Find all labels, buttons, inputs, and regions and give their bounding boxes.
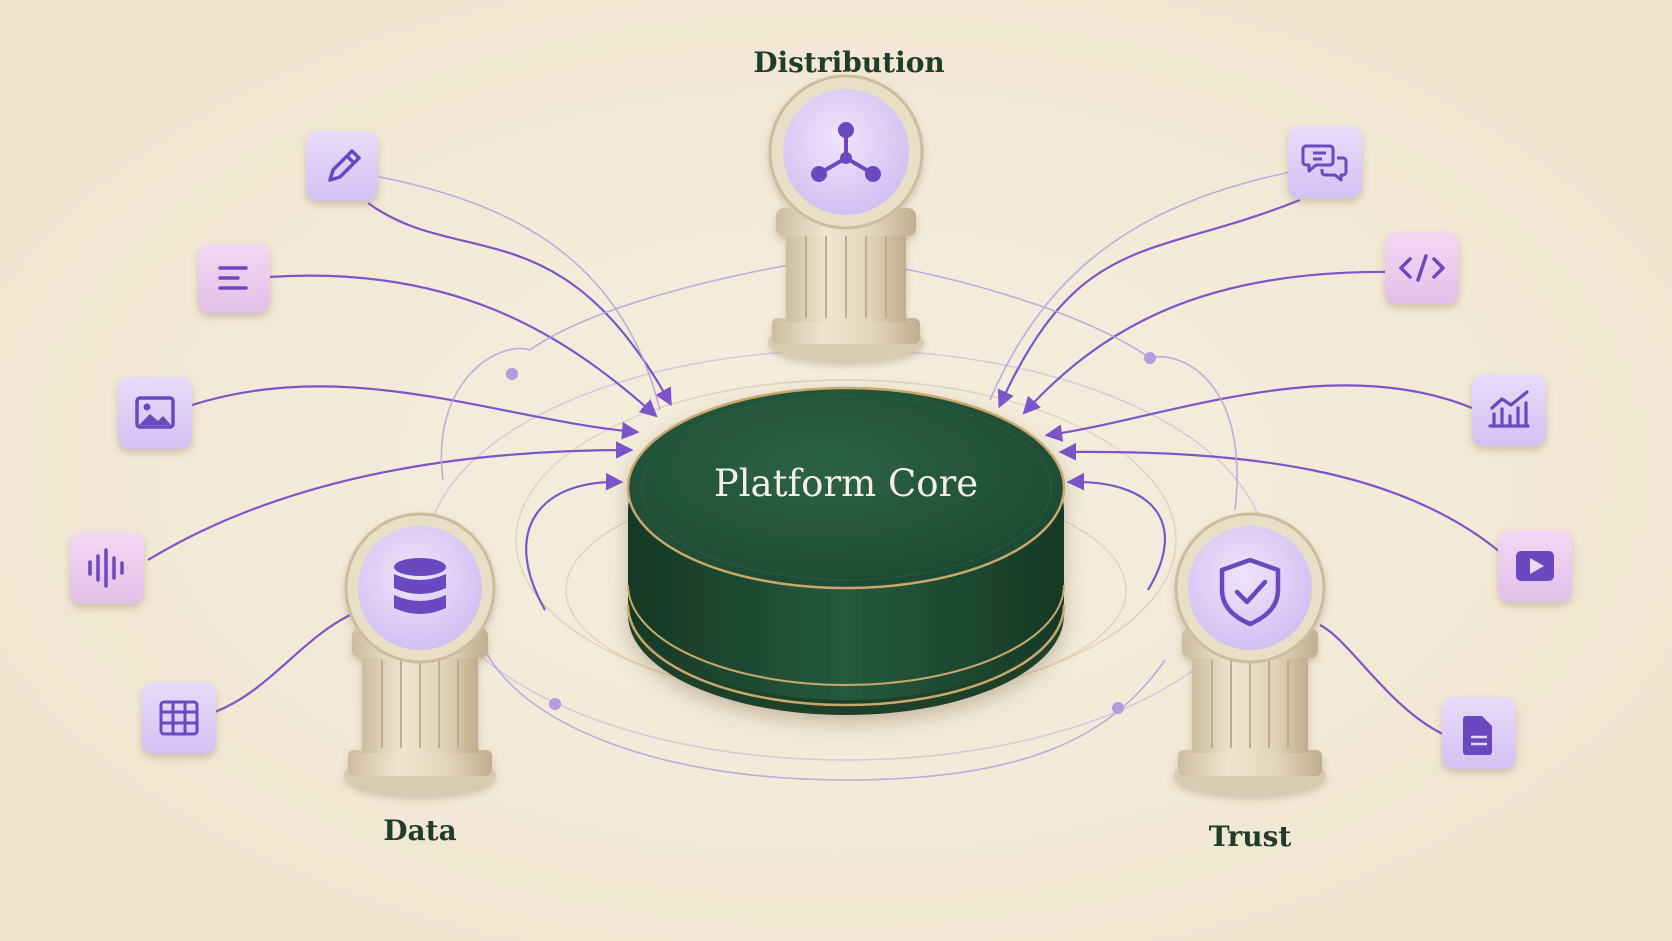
chat-bubbles-icon [1301, 144, 1348, 182]
pillar-label-distribution: Distribution [753, 46, 945, 79]
document-icon [1463, 716, 1492, 755]
input-tile-chart [1472, 374, 1546, 446]
core-label: Platform Core [714, 462, 978, 505]
table-grid-icon [159, 700, 199, 736]
connector-nodes [506, 352, 1156, 714]
share-nodes-icon [811, 122, 881, 182]
input-tile-pencil [306, 131, 378, 201]
pillar-data [344, 512, 496, 795]
connector-code [1022, 270, 1391, 415]
code-icon [1399, 254, 1445, 282]
platform-core [626, 386, 1066, 715]
connector-chat [997, 198, 1301, 409]
image-icon [135, 396, 175, 429]
input-tile-chat [1288, 126, 1362, 198]
connector-chart [1044, 384, 1473, 442]
video-play-icon [1516, 551, 1554, 581]
pillar-trust [1174, 512, 1326, 795]
input-tile-image [118, 377, 192, 449]
connector-image [191, 385, 640, 440]
text-lines-icon [218, 266, 248, 290]
connector-video [1058, 443, 1501, 553]
connector-document [1319, 624, 1446, 737]
audio-wave-icon [88, 548, 124, 588]
connector-table [214, 614, 351, 714]
shield-check-icon [1219, 557, 1281, 627]
database-icon [394, 558, 446, 614]
connector-lines [147, 198, 1501, 737]
faint-connectors [369, 169, 1301, 781]
connector-text-lines [267, 274, 658, 418]
pillar-label-trust: Trust [1209, 820, 1292, 853]
connector-core-loop-right [1066, 472, 1167, 591]
pillar-distribution [768, 74, 924, 362]
chart-icon [1488, 390, 1530, 428]
input-tile-table [142, 682, 216, 754]
connector-pencil [367, 202, 672, 407]
connector-audio [147, 441, 634, 561]
pencil-icon [328, 149, 361, 182]
connector-core-loop-left [525, 472, 624, 611]
pillar-label-data: Data [383, 814, 457, 847]
